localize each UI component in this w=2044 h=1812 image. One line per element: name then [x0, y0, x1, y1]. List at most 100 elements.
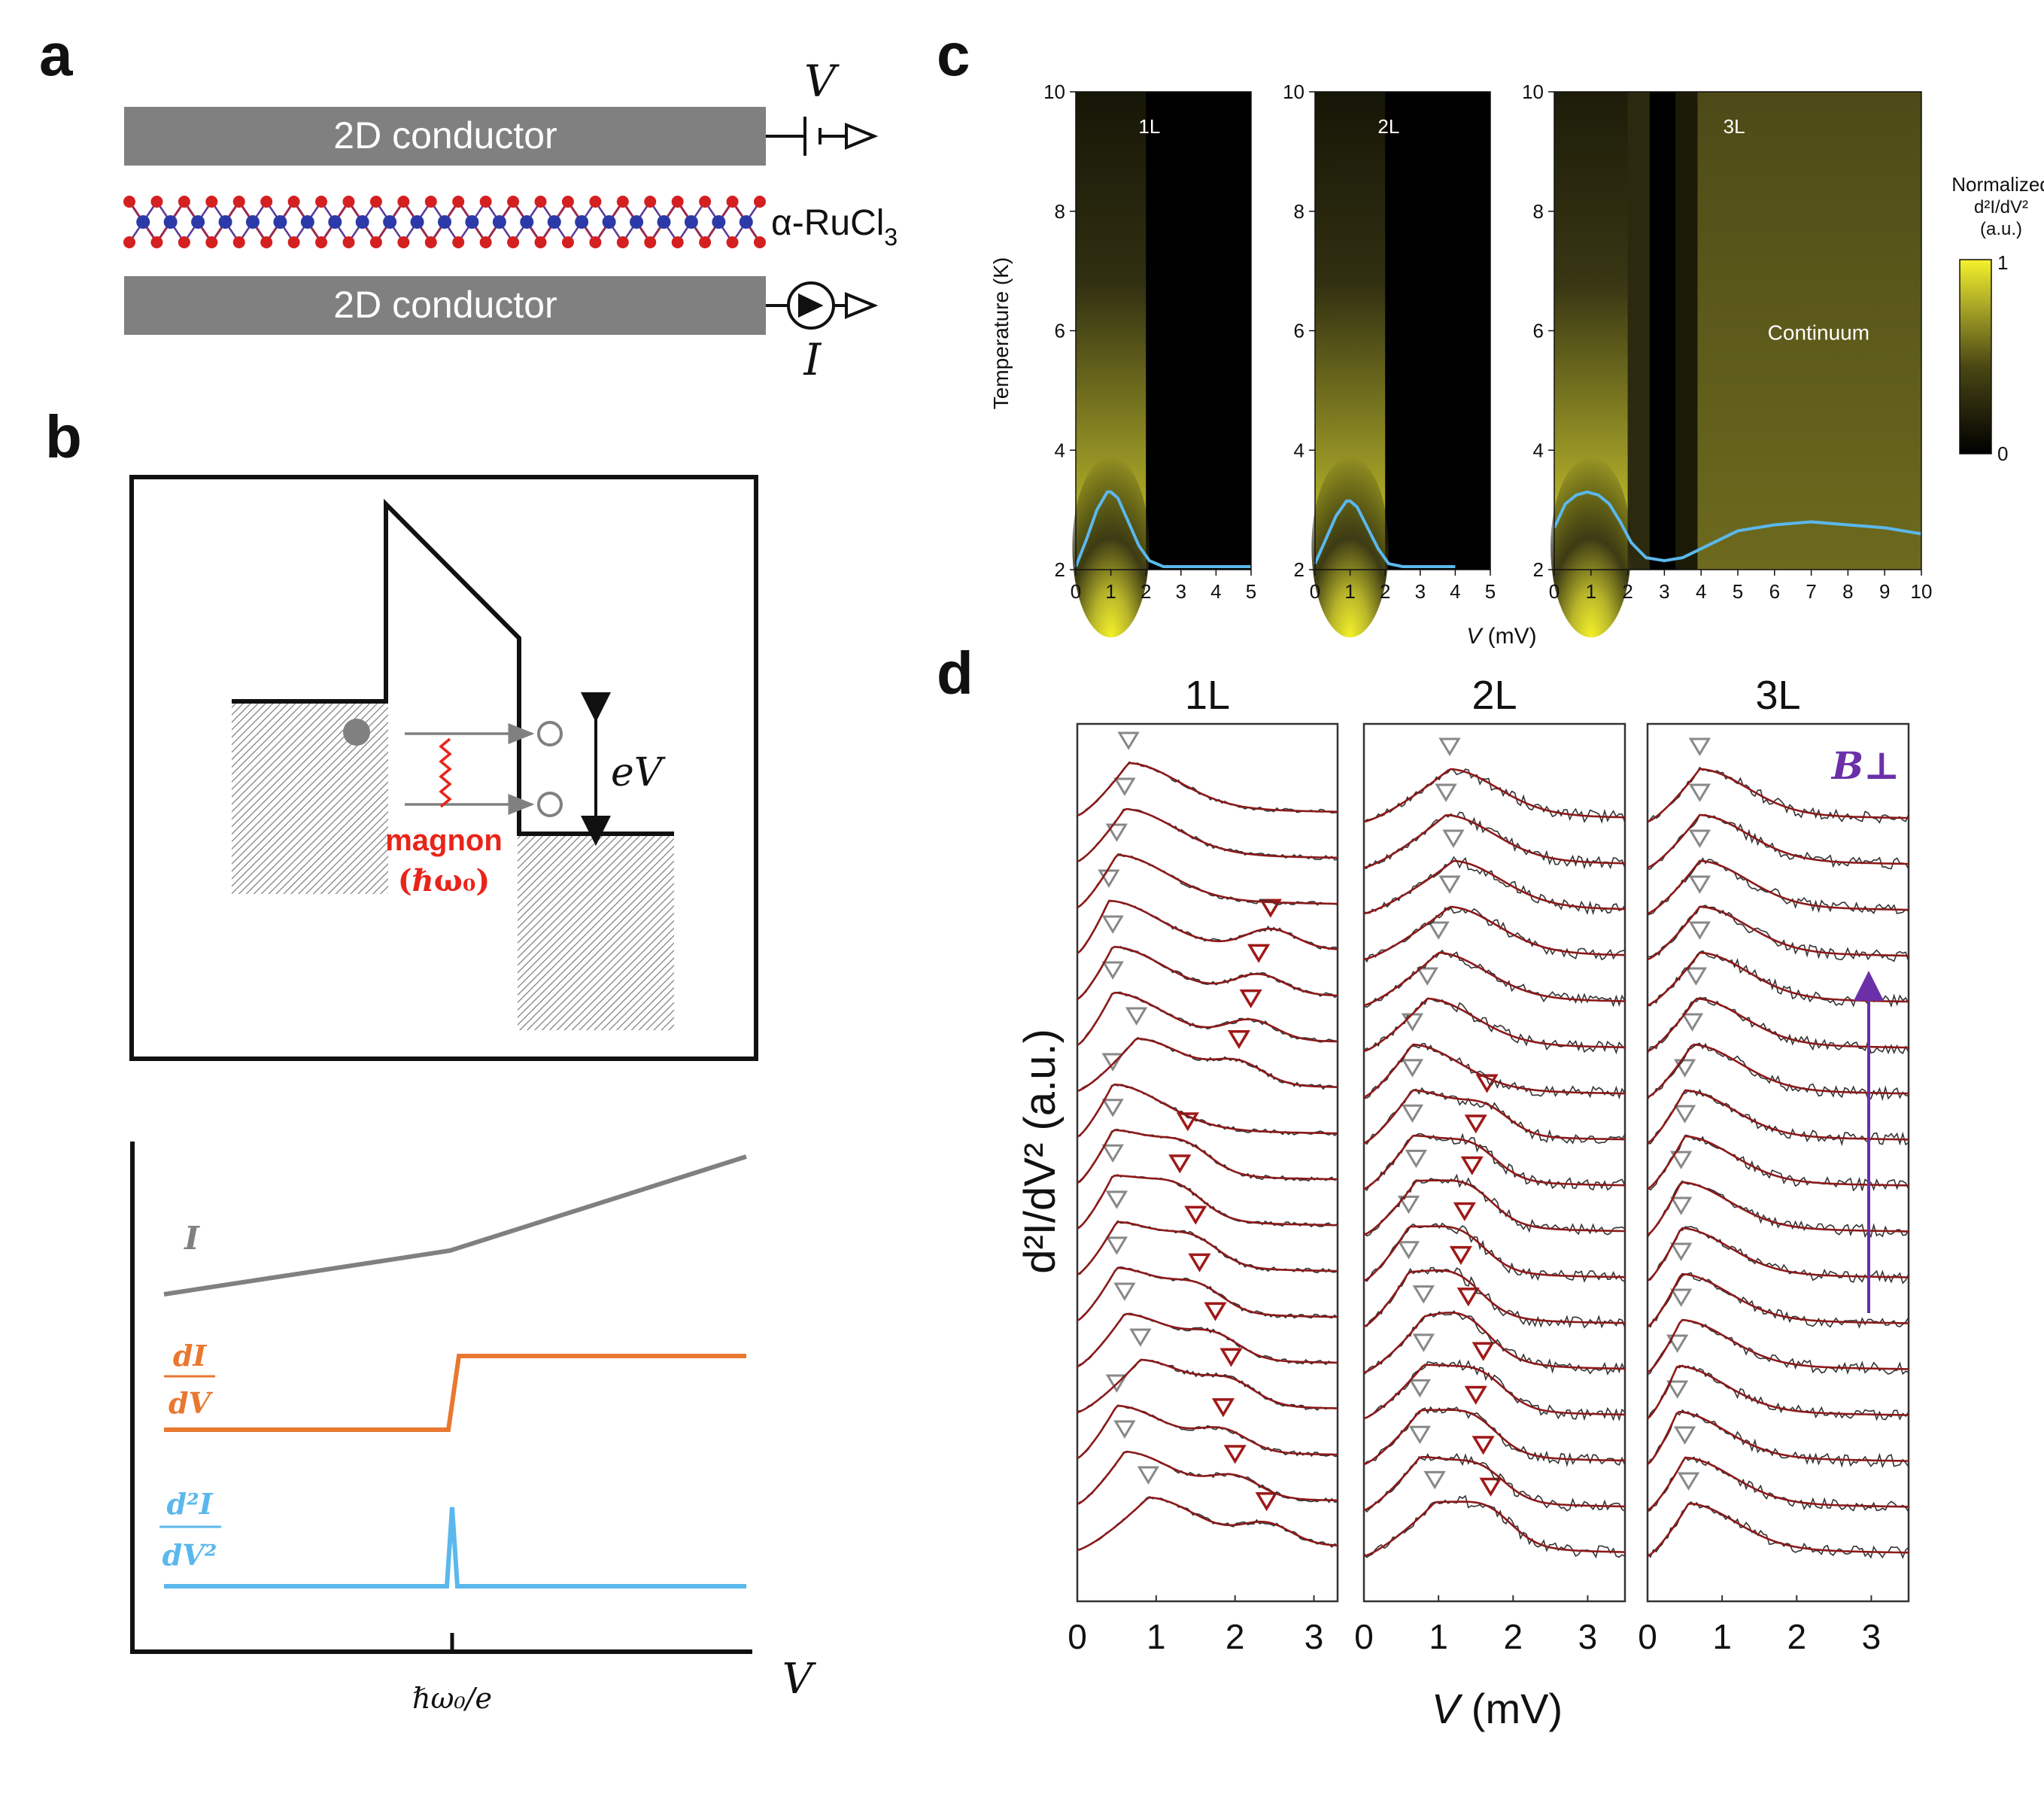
magnon-peak-marker-gray [1113, 1420, 1136, 1439]
data-trace [1648, 904, 1909, 962]
ruthenium-atom [630, 215, 644, 229]
chlorine-atom [507, 236, 520, 248]
ruthenium-atom [383, 215, 397, 229]
data-trace [1363, 907, 1626, 963]
magnon-peak-marker-gray [1101, 1144, 1124, 1163]
fit-trace [1077, 1404, 1338, 1460]
magnon-peak-marker-gray [1397, 1241, 1420, 1260]
data-trace [1363, 1406, 1626, 1467]
fit-trace [1363, 1225, 1626, 1282]
magnon-peak-marker-gray [1098, 869, 1120, 888]
fit-trace [1077, 853, 1338, 909]
chlorine-atom [424, 236, 437, 248]
colorbar-title-line2: d²I/dV² [1974, 197, 2028, 217]
magnon-peak-marker-gray [1416, 967, 1438, 986]
fit-trace [1077, 945, 1338, 1001]
ruthenium-atom [575, 215, 589, 229]
fit-trace [1077, 1450, 1338, 1506]
x-tick-label: 4 [1450, 580, 1460, 603]
fit-trace [1077, 1496, 1338, 1552]
magnon-peak-marker-gray [1401, 1104, 1424, 1123]
magnon-peak-marker-gray [1669, 1196, 1693, 1215]
magnon-peak-marker-gray [1669, 1151, 1693, 1169]
chlorine-atom [315, 196, 328, 208]
fit-trace [1363, 1179, 1625, 1236]
chlorine-atom [699, 236, 712, 248]
chlorine-atom [479, 236, 492, 248]
x-tick-label: 2 [1380, 580, 1390, 603]
magnon-peak-marker-gray [1113, 1282, 1136, 1301]
ruthenium-atom [520, 215, 534, 229]
ruthenium-atom [273, 215, 287, 229]
x-tick-label: 2 [1622, 580, 1632, 603]
fit-trace [1363, 1089, 1625, 1145]
top-conductor-bar [124, 107, 766, 166]
x-tick-label: 3 [1415, 580, 1426, 603]
x-tick-label: 3 [1304, 1617, 1324, 1656]
chlorine-atom [616, 236, 629, 248]
data-trace [1363, 997, 1626, 1055]
colorbar-min-label: 0 [1997, 442, 2008, 465]
x-tick-label: 1 [1712, 1617, 1732, 1656]
current-symbol: I [803, 334, 822, 385]
fit-trace [1077, 807, 1338, 863]
fit-trace [1647, 1318, 1909, 1374]
magnon-peak-marker-gray [1101, 1099, 1124, 1117]
magnon-peak-marker-gray [1435, 783, 1457, 802]
x-tick-label: 3 [1176, 580, 1186, 603]
x-tick-label: 1 [1429, 1617, 1448, 1656]
fit-trace [1647, 1456, 1909, 1512]
x-tick-label: 4 [1210, 580, 1221, 603]
ruthenium-atom [410, 215, 424, 229]
x-tick-label: 1 [1147, 1617, 1166, 1656]
magnon-peak-marker-gray [1669, 1288, 1693, 1307]
chlorine-atom [205, 196, 218, 208]
didv-curve [164, 1354, 746, 1432]
magnon-peak-marker-gray [1101, 961, 1124, 980]
chlorine-atom [232, 236, 245, 248]
chlorine-atom [178, 236, 190, 248]
data-trace [1363, 768, 1626, 824]
magnon-peak-marker-gray [1101, 915, 1124, 934]
magnon-peak-marker-red [1464, 1114, 1487, 1134]
data-trace [1363, 1359, 1626, 1422]
magnon-peak-marker-red [1227, 1029, 1251, 1050]
magnon-peak-marker-gray [1688, 875, 1711, 894]
fit-trace [1077, 991, 1338, 1047]
bias-label: eV [611, 750, 666, 795]
magnon-peak-marker-gray [1681, 1013, 1704, 1032]
x-tick-label: 5 [1246, 580, 1256, 603]
fit-trace [1077, 1037, 1338, 1093]
fit-trace [1647, 859, 1909, 915]
y-tick-label: 2 [1055, 558, 1065, 581]
tunneling-diagram-frame [129, 475, 758, 1061]
magnon-peak-marker-red [1239, 989, 1262, 1009]
magnon-peak-marker-gray [1438, 875, 1461, 894]
colorbar-title-line3: (a.u.) [1980, 219, 2022, 239]
y-tick-label: 6 [1294, 320, 1304, 342]
chlorine-atom [287, 196, 300, 208]
linecut-curve [1314, 499, 1456, 568]
chlorine-atom [342, 236, 355, 248]
chlorine-atom [342, 196, 355, 208]
fit-trace [1077, 1129, 1338, 1184]
fit-trace [1077, 1083, 1338, 1139]
heatmap-title: 1L [1138, 115, 1160, 138]
ruthenium-atom [602, 215, 616, 229]
panel-d-x-axis-label: V (mV) [1432, 1685, 1563, 1732]
continuum-label: Continuum [1768, 321, 1869, 345]
magnon-peak-marker-red [1449, 1245, 1472, 1266]
panel-letter-b: b [45, 403, 82, 470]
y-tick-label: 2 [1294, 558, 1304, 581]
colorbar-title-line1: Normalized [1951, 173, 2044, 196]
chlorine-atom [178, 196, 190, 208]
chlorine-atom [534, 196, 547, 208]
magnon-peak-marker-gray [1101, 1053, 1124, 1072]
y-tick-label: 8 [1533, 200, 1544, 223]
magnon-peak-marker-red [1471, 1436, 1495, 1455]
x-tick-label: 2 [1225, 1617, 1245, 1656]
data-trace [1647, 996, 1909, 1055]
x-tick-label: 2 [1787, 1617, 1806, 1656]
